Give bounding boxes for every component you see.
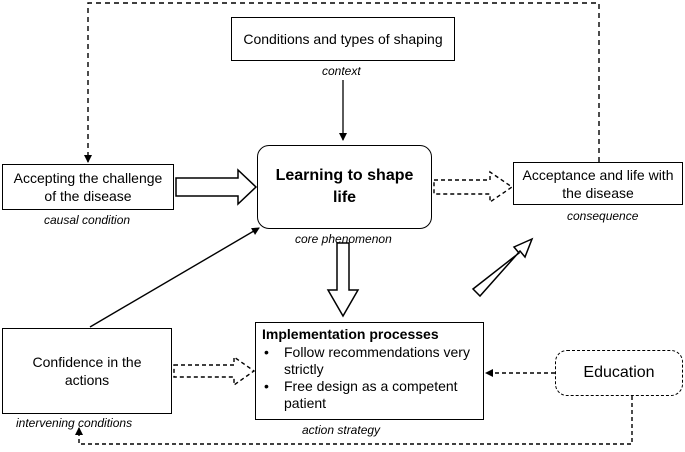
strategy-caption: action strategy: [302, 423, 381, 437]
strategy-item: Follow recommendations very strictly: [262, 344, 477, 378]
core-caption: core phenomenon: [295, 232, 392, 246]
education-node: Education: [555, 350, 683, 396]
edge-strategy-to-consequence: [471, 237, 534, 298]
causal-label: Accepting the challenge of the disease: [13, 170, 163, 204]
context-label: Conditions and types of shaping: [243, 31, 443, 47]
edge-causal-to-core: [175, 168, 258, 206]
edge-education-to-intervening: [75, 396, 633, 445]
context-caption: context: [322, 64, 361, 78]
intervening-caption: intervening conditions: [16, 416, 133, 430]
causal-node: Accepting the challenge of the disease: [2, 164, 174, 210]
strategy-item: Free design as a competent patient: [262, 378, 477, 412]
consequence-caption: consequence: [567, 209, 639, 223]
context-node: Conditions and types of shaping: [231, 17, 455, 61]
strategy-title: Implementation processes: [262, 326, 439, 342]
intervening-node: Confidence in the actions: [2, 328, 172, 414]
intervening-label: Confidence in the actions: [32, 354, 142, 388]
core-label: Learning to shape life: [275, 167, 414, 206]
core-node: Learning to shape life: [257, 145, 432, 229]
causal-caption: causal condition: [44, 213, 131, 227]
consequence-node: Acceptance and life with the disease: [513, 162, 683, 205]
edge-core-to-strategy: [326, 242, 360, 318]
education-label: Education: [583, 364, 655, 381]
strategy-list: Follow recommendations very strictly Fre…: [262, 344, 477, 412]
strategy-node: Implementation processes Follow recommen…: [255, 322, 484, 420]
edge-core-to-consequence: [433, 170, 514, 204]
edge-intervening-to-core: [89, 227, 260, 328]
edge-consequence-to-causal: [84, 2, 600, 163]
consequence-label: Acceptance and life with the disease: [522, 166, 674, 201]
edge-intervening-to-strategy: [173, 355, 256, 387]
